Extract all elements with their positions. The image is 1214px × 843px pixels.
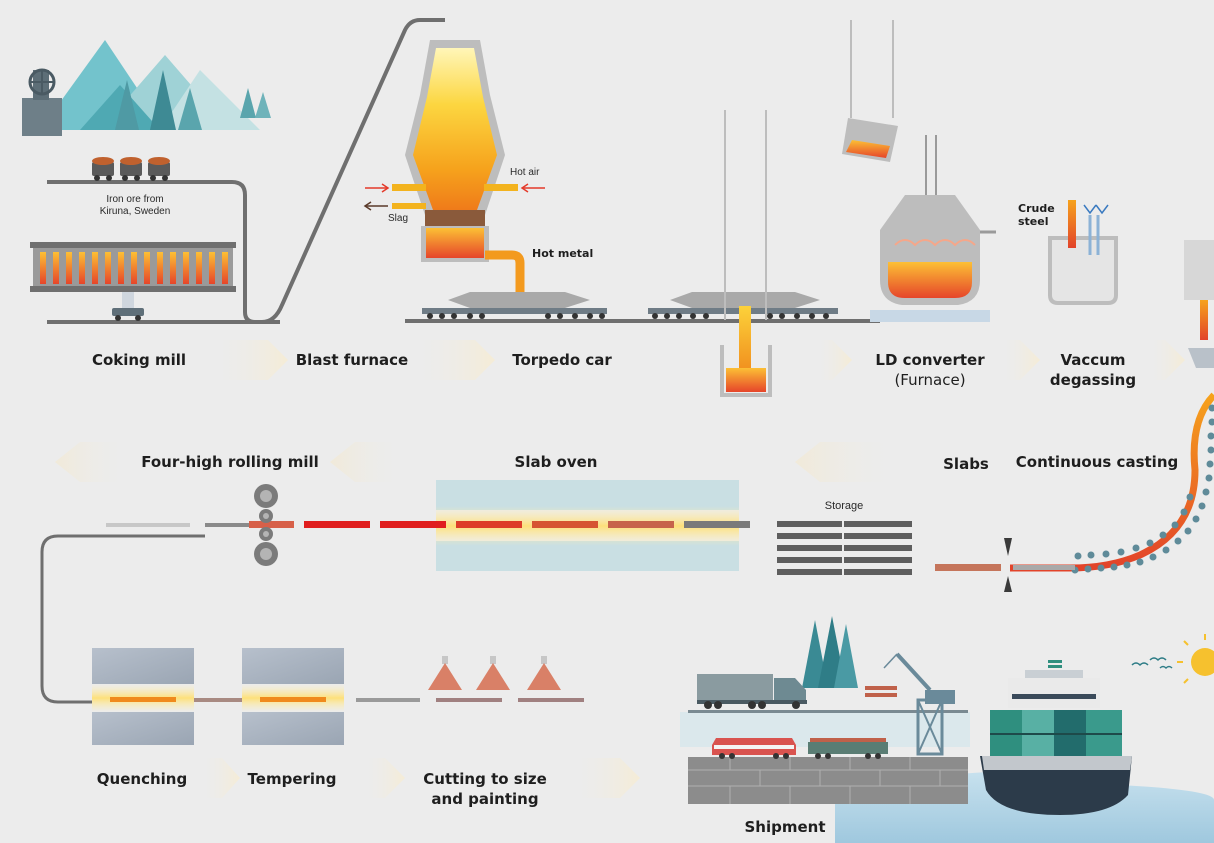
train-icon bbox=[712, 738, 888, 759]
ore-cart-icon bbox=[92, 157, 170, 181]
slag-label: Slag bbox=[388, 213, 409, 224]
stage-coking-mill: Coking mill bbox=[91, 351, 187, 369]
stage-slab-oven: Slab oven bbox=[514, 453, 598, 471]
stage-shipment: Shipment bbox=[744, 818, 826, 836]
iron-ore-label-line2: Kiruna, Sweden bbox=[99, 206, 171, 217]
mountain-icon bbox=[40, 40, 260, 130]
crude-steel-label: Crude steel bbox=[1018, 202, 1055, 228]
ladle-icon bbox=[720, 20, 898, 397]
roller-icon bbox=[254, 484, 278, 566]
stage-continuous-casting: Continuous casting bbox=[1015, 453, 1179, 471]
stage-tempering: Tempering bbox=[247, 770, 337, 788]
coke-oven bbox=[30, 242, 236, 321]
stage-vacuum-degassing: Vaccum degassing bbox=[1050, 350, 1136, 390]
stage-cutting-painting: Cutting to size and painting bbox=[423, 769, 546, 809]
crude-steel-line1: Crude bbox=[1018, 202, 1055, 215]
stage-torpedo-car: Torpedo car bbox=[512, 351, 612, 369]
container-ship-icon bbox=[980, 660, 1132, 815]
hot-metal-label: Hot metal bbox=[532, 247, 594, 260]
iron-ore-label-line1: Iron ore from bbox=[106, 194, 164, 205]
converter-icon bbox=[870, 135, 996, 322]
storage-label: Storage bbox=[824, 500, 864, 512]
sun-icon bbox=[1177, 634, 1214, 684]
paint-sprayers bbox=[428, 656, 561, 690]
quench-temper bbox=[92, 648, 584, 745]
furnace-icon bbox=[363, 40, 545, 295]
vacuum-degasser bbox=[1048, 200, 1214, 368]
stage-cutting-line2: and painting bbox=[431, 790, 539, 808]
tree-icon bbox=[802, 616, 858, 688]
stage-slabs: Slabs bbox=[943, 455, 989, 473]
stage-vacuum-line2: degassing bbox=[1049, 371, 1137, 389]
hot-air-label: Hot air bbox=[510, 167, 540, 178]
stage-ld-converter-line2: (Furnace) bbox=[894, 371, 966, 389]
stage-rolling-mill: Four-high rolling mill bbox=[141, 453, 319, 471]
tree-icon bbox=[115, 70, 271, 130]
flow-arrows-mid bbox=[55, 442, 900, 482]
stage-blast-furnace: Blast furnace bbox=[295, 351, 409, 369]
truck-icon bbox=[697, 674, 807, 709]
flow-arrows-top bbox=[210, 340, 1185, 380]
crude-steel-line2: steel bbox=[1018, 215, 1049, 228]
torpedo-car-icon bbox=[422, 292, 838, 319]
mine-wheel-icon bbox=[22, 68, 62, 136]
crane-icon bbox=[865, 652, 955, 756]
rolling-line bbox=[106, 521, 750, 528]
continuous-caster bbox=[935, 392, 1214, 592]
bird-icon bbox=[1131, 657, 1173, 670]
stage-ld-converter: LD converter (Furnace) bbox=[875, 350, 984, 390]
iron-ore-label: Iron ore from Kiruna, Sweden bbox=[100, 194, 171, 218]
stage-quenching: Quenching bbox=[96, 770, 188, 788]
flow-arrows-bottom bbox=[200, 758, 640, 798]
stage-vacuum-line1: Vaccum bbox=[1060, 351, 1126, 369]
stage-ld-converter-line1: LD converter bbox=[875, 351, 985, 369]
stage-cutting-line1: Cutting to size bbox=[423, 770, 547, 788]
slab-storage bbox=[777, 518, 912, 578]
